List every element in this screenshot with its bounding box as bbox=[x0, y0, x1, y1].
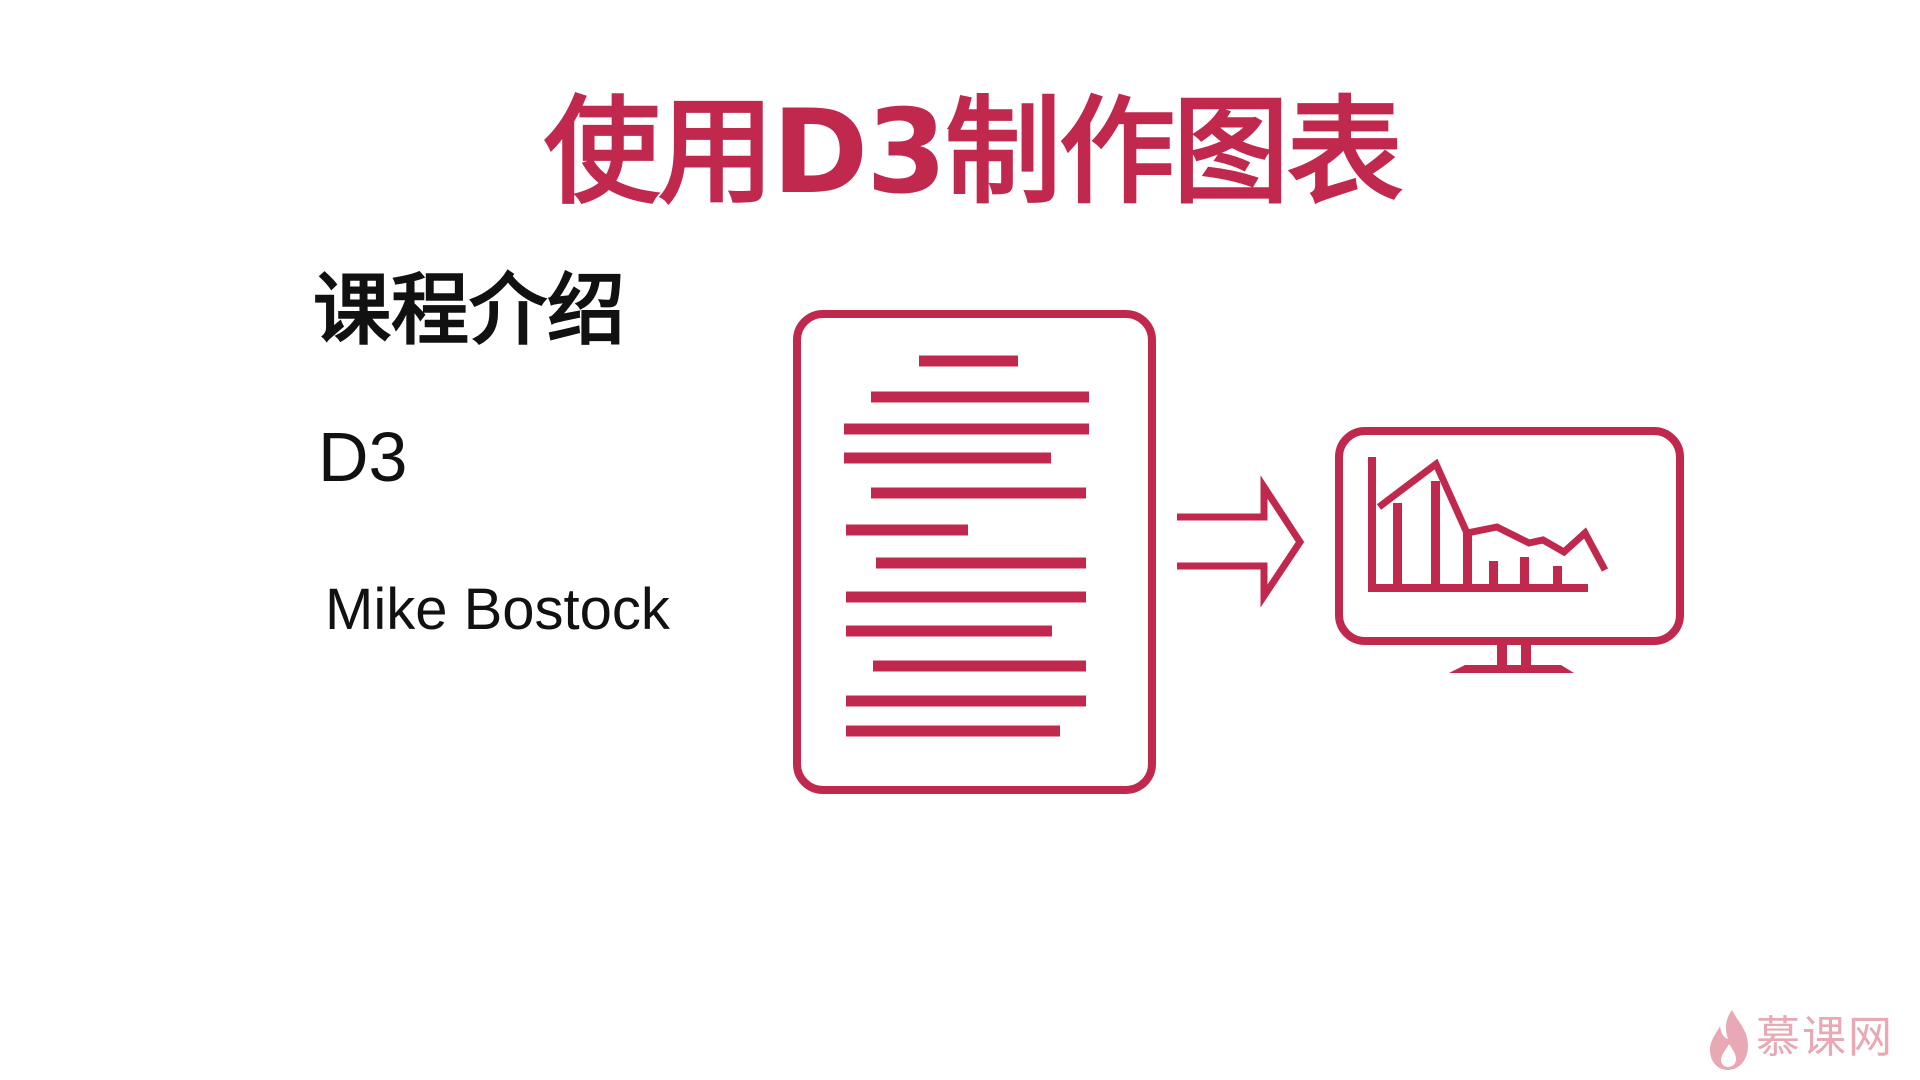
monitor-chart-icon bbox=[1335, 427, 1684, 673]
section-heading: 课程介绍 bbox=[313, 266, 626, 356]
brand-logo-text: 慕课网 bbox=[1756, 1012, 1894, 1063]
document-icon bbox=[793, 310, 1156, 794]
slide-title: 使用D3制作图表 bbox=[543, 85, 1403, 220]
brand-logo: 慕课网 bbox=[1708, 1008, 1898, 1072]
flame-logo-icon bbox=[1710, 1010, 1748, 1070]
arrow-right-icon bbox=[1177, 475, 1305, 608]
author-name: Mike Bostock bbox=[325, 577, 670, 642]
keyword-label: D3 bbox=[318, 418, 408, 496]
